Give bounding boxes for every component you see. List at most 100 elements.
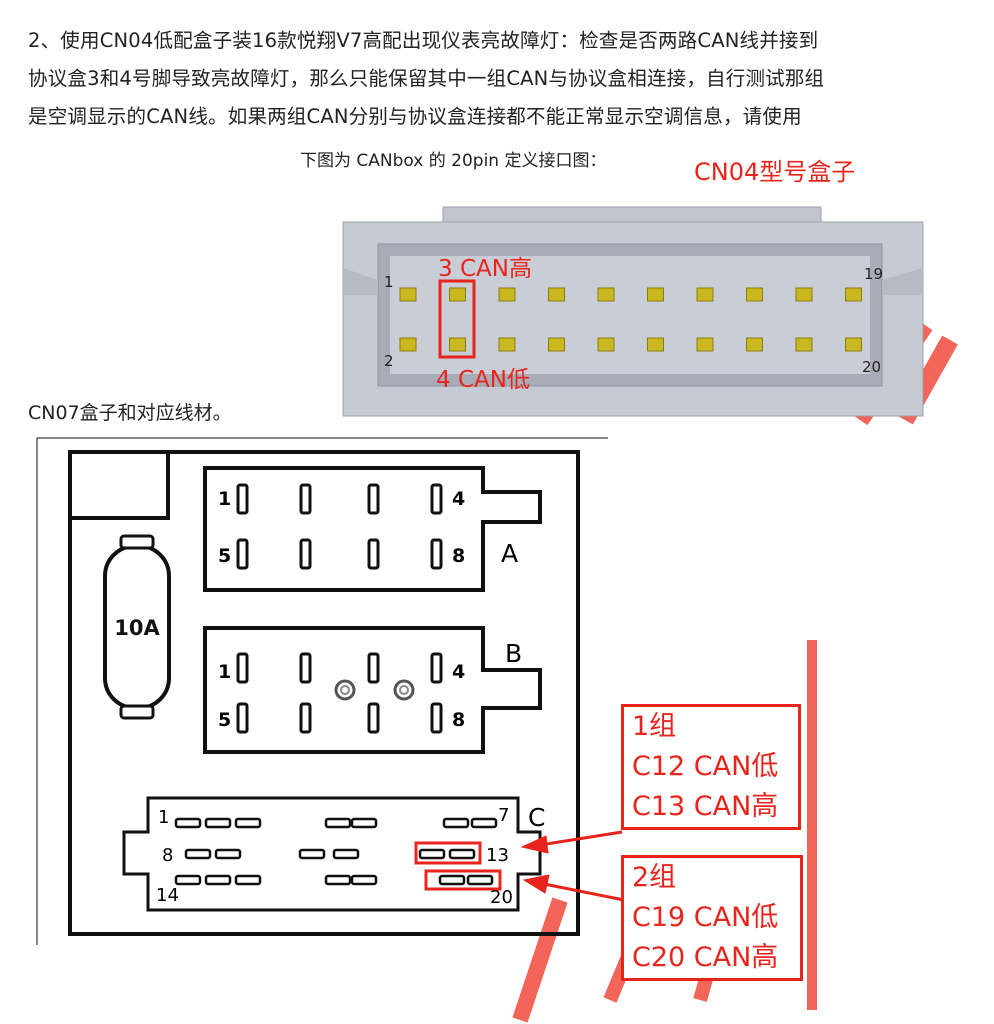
c-pin-slot [298,848,326,860]
c-pin-slot [174,874,202,886]
fuse-label: 10A [114,616,160,640]
cn04-pin2-label: 2 [384,352,394,370]
cn04-pin [746,287,763,302]
pin-slot [299,702,312,734]
pin-slot [367,702,380,734]
instruction-paragraph: 2、使用CN04低配盒子装16款悦翔V7高配出现仪表亮故障灯：检查是否两路CAN… [28,22,978,136]
group1-title: 1组 [632,711,677,742]
block-b-p4: 4 [452,661,465,683]
c-pin-slot [234,817,262,829]
c-pin-slot [234,874,262,886]
cn07-frame [36,437,608,945]
block-a-name: A [501,539,518,568]
pin-slot [236,702,249,734]
block-a-p1: 1 [218,488,231,510]
cn04-pin [498,337,516,352]
cn04-pin [449,287,466,302]
cn04-pin [746,337,763,352]
block-c-p8: 8 [162,845,173,866]
pin-slot [430,538,443,570]
cn04-pin [548,287,565,302]
cn04-pin [795,287,813,302]
cn04-pin [647,287,664,302]
block-b-pins [236,652,443,734]
c-pin-slot [470,817,498,829]
c-pin-slot [350,874,378,886]
block-b-p8: 8 [452,709,465,731]
pin-slot [430,483,443,515]
pin-slot [367,483,380,515]
cn04-pin [449,337,466,352]
paragraph-line-1: 2、使用CN04低配盒子装16款悦翔V7高配出现仪表亮故障灯：检查是否两路CAN… [28,29,819,52]
fuse-10a: 10A [103,534,171,720]
cn04-pin [647,337,664,352]
cn04-can-highlight [438,279,476,359]
block-a-p5: 5 [218,545,231,567]
block-b-p5: 5 [218,709,231,731]
cn07-label: CN07盒子和对应线材。 [28,402,232,424]
block-b [203,626,542,754]
block-c-pins [174,817,498,886]
pin-slot [236,483,249,515]
c-pin-slot [438,874,466,886]
pin-slot [236,652,249,684]
c-pin-slot [418,848,446,860]
block-a-pins [236,483,443,570]
c-pin-slot [174,817,202,829]
group2-note: 2组 C19 CAN低 C20 CAN高 [621,855,803,981]
group1-low: C12 CAN低 [632,751,779,782]
cn04-pin20-label: 20 [862,358,881,376]
cn04-connector [342,206,924,417]
c-pin-slot [324,817,352,829]
group2-low: C19 CAN低 [632,902,779,933]
group1-high: C13 CAN高 [632,791,779,822]
cn04-can-high-label: 3 CAN高 [438,256,532,282]
block-c-p20: 20 [490,887,513,908]
block-c-p7: 7 [498,805,509,826]
block-c-name: C [528,803,545,832]
pin-slot [299,538,312,570]
cn04-title: CN04型号盒子 [694,158,856,186]
pin-slot [367,538,380,570]
cn04-can-low-label: 4 CAN低 [436,367,530,393]
c-pin-slot [332,848,360,860]
paragraph-line-3: 是空调显示的CAN线。如果两组CAN分别与协议盒连接都不能正常显示空调信息，请使… [28,105,802,128]
block-a-p4: 4 [452,488,465,510]
block-b-name: B [505,639,522,668]
c-pin-slot [184,848,212,860]
c-pin-slot [350,817,378,829]
cn04-pin [795,337,813,352]
cn04-pin-array [399,287,862,352]
block-b-p1: 1 [218,661,231,683]
block-c-p1: 1 [158,807,169,828]
block-a-p8: 8 [452,545,465,567]
cn04-pin19-label: 19 [864,265,883,283]
pin-slot [430,702,443,734]
cn04-pin [845,337,862,352]
cn04-pin [696,287,714,302]
c19-c20-highlight [424,869,502,891]
c-pin-slot [204,874,232,886]
c12-c13-highlight [414,841,482,865]
cn04-pin1-label: 1 [384,273,394,291]
c-pin-slot [324,874,352,886]
c-pin-slot [204,817,232,829]
cn04-pin [845,287,862,302]
cn04-pin [548,337,565,352]
cn04-pin [597,337,615,352]
block-c-p14: 14 [156,885,179,906]
cn04-pin [696,337,714,352]
block-a [203,466,542,592]
group2-title: 2组 [632,862,677,893]
pin-slot [367,652,380,684]
cn04-caption: 下图为 CANbox 的 20pin 定义接口图： [300,151,607,171]
block-c-p13: 13 [486,845,509,866]
pin-slot [236,538,249,570]
cn04-pin [597,287,615,302]
paragraph-line-2: 协议盒3和4号脚导致亮故障灯，那么只能保留其中一组CAN与协议盒相连接，自行测试… [28,67,825,90]
pin-slot [299,483,312,515]
pin-slot [299,652,312,684]
cn04-pin [498,287,516,302]
c-pin-slot [214,848,242,860]
